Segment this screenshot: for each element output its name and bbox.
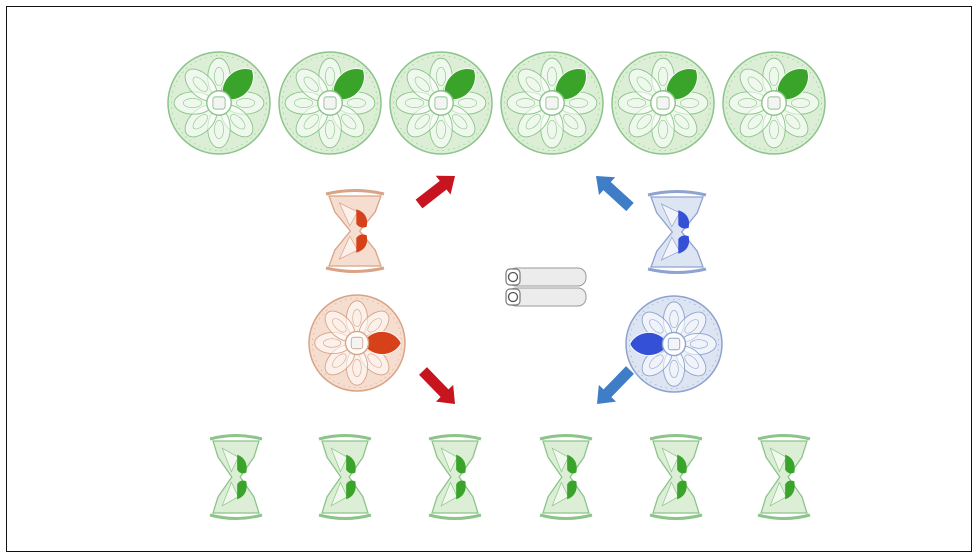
top-flower-1 [167,51,271,155]
blue-hourglass-accent-top [678,210,690,229]
red-arrow-to-bottom [419,367,456,405]
bottom-hourglass-6 [757,434,811,520]
top-flower-5 [611,51,715,155]
blue-flower-accent-petal [629,332,669,356]
orange-hourglass-accent-top [356,209,368,228]
bottom-hourglass-5-accent-bottom [677,480,687,500]
bottom-hourglass-2 [318,434,372,520]
bottom-hourglass-3-accent-bottom [456,480,466,500]
top-flower-4 [500,51,604,155]
top-flower-4-accent-petal [554,68,587,101]
top-flower-1-accent-petal [221,68,254,101]
top-flower-3 [389,51,493,155]
top-flower-3-accent-petal [443,68,476,101]
top-flower-6-accent-petal [776,68,809,101]
center-gray-capsules [505,267,587,307]
bottom-hourglass-5 [649,434,703,520]
red-arrow-to-top [415,175,455,209]
orange-flower-accent-petal [362,331,402,355]
bottom-hourglass-5-accent-top [677,454,687,474]
bottom-hourglass-4 [539,434,593,520]
bottom-hourglass-2-accent-top [346,454,356,474]
bottom-hourglass-6-accent-top [785,454,795,474]
bottom-hourglass-2-accent-bottom [346,480,356,500]
blue-arrow-to-bottom [597,366,634,404]
bottom-hourglass-1 [209,434,263,520]
orange-hourglass-accent-bottom [356,234,368,253]
blue-hourglass-accent-bottom [678,235,690,254]
orange-flower [308,294,406,392]
bottom-hourglass-1-accent-top [237,454,247,474]
bottom-hourglass-3-accent-top [456,454,466,474]
top-flower-6 [722,51,826,155]
blue-arrow-to-top [595,175,634,212]
top-flower-2-accent-petal [332,68,365,101]
top-flower-5-accent-petal [665,68,698,101]
blue-hourglass [647,190,707,274]
blue-flower [625,295,723,393]
bottom-hourglass-1-accent-bottom [237,480,247,500]
top-flower-2 [278,51,382,155]
bottom-hourglass-4-accent-bottom [567,480,577,500]
bottom-hourglass-4-accent-top [567,454,577,474]
orange-hourglass [325,189,385,273]
bottom-hourglass-6-accent-bottom [785,480,795,500]
bottom-hourglass-3 [428,434,482,520]
